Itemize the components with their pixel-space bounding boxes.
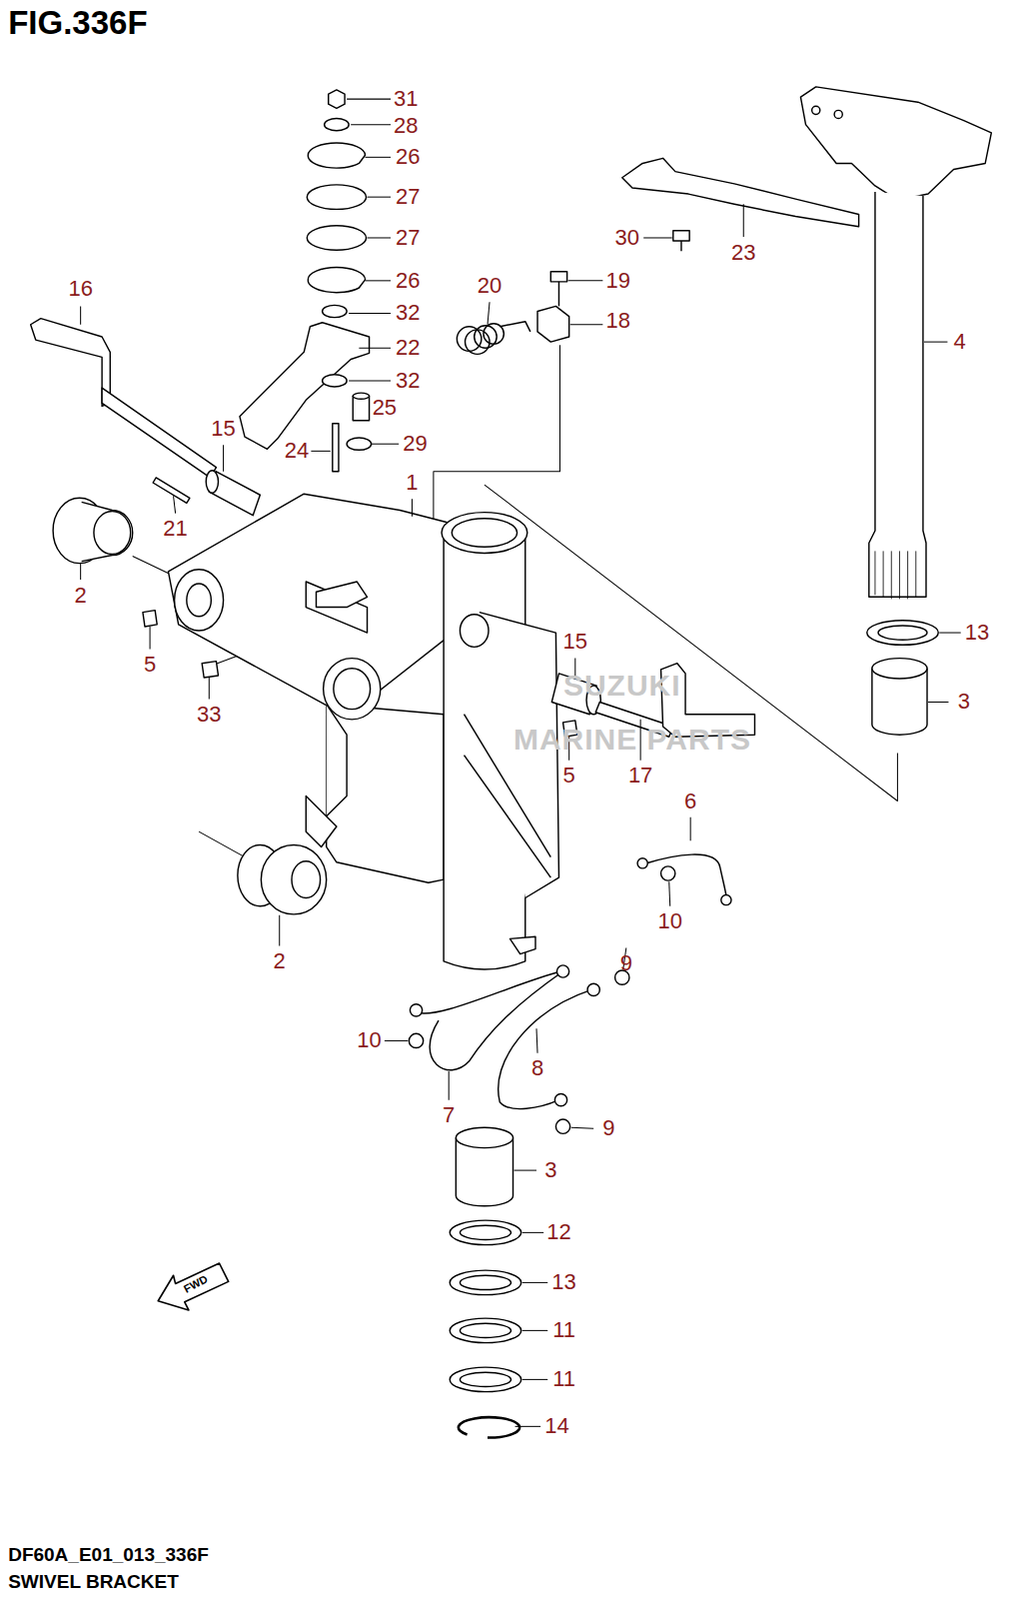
callout-number: 18 xyxy=(605,309,630,332)
callout-number: 24 xyxy=(284,439,309,462)
watermark: MARINE PARTS xyxy=(513,724,752,755)
callout-number: 7 xyxy=(442,1103,455,1126)
callout-number: 19 xyxy=(605,269,630,292)
callout-number: 10 xyxy=(356,1028,381,1051)
callout-number: 33 xyxy=(196,703,221,726)
callout-number: 22 xyxy=(395,336,420,359)
callout-number: 26 xyxy=(395,269,420,292)
callout-number: 5 xyxy=(563,764,576,787)
callout-number: 2 xyxy=(273,950,286,973)
callout-number: 30 xyxy=(615,226,640,249)
callout-number: 3 xyxy=(544,1158,557,1181)
callout-number: 21 xyxy=(162,517,187,540)
callout-number: 27 xyxy=(395,185,420,208)
callout-number: 2 xyxy=(74,584,87,607)
figure-title: FIG.336F xyxy=(7,5,147,39)
callout-number: 15 xyxy=(563,630,588,653)
callout-number: 5 xyxy=(143,653,156,676)
callout-number: 1 xyxy=(405,471,418,494)
callout-number: 32 xyxy=(395,301,420,324)
callout-number: 3 xyxy=(958,690,971,713)
callout-number: 20 xyxy=(477,274,502,297)
figure-caption: SWIVEL BRACKET xyxy=(7,1571,179,1591)
callout-number: 17 xyxy=(628,764,653,787)
callout-number: 13 xyxy=(965,621,990,644)
callout-number: 4 xyxy=(954,330,967,353)
callout-number: 28 xyxy=(393,114,418,137)
callout-number: 32 xyxy=(395,369,420,392)
callout-number: 29 xyxy=(402,432,427,455)
callout-number: 14 xyxy=(544,1414,569,1437)
watermark: SUZUKI xyxy=(563,670,682,701)
callout-number: 31 xyxy=(393,87,418,110)
callout-number: 15 xyxy=(210,417,235,440)
callout-number: 26 xyxy=(395,145,420,168)
callout-number: 16 xyxy=(67,277,92,300)
figure-code: DF60A_E01_013_336F xyxy=(7,1544,209,1564)
callout-number: 6 xyxy=(684,790,697,813)
callout-number: 9 xyxy=(620,952,633,975)
callout-number: 27 xyxy=(395,226,420,249)
callout-number: 9 xyxy=(602,1116,615,1139)
callout-number: 11 xyxy=(552,1318,576,1341)
callout-number: 12 xyxy=(546,1220,571,1243)
callout-number: 23 xyxy=(731,241,756,264)
callout-number: 8 xyxy=(531,1056,544,1079)
callout-number: 25 xyxy=(372,396,397,419)
callout-number: 10 xyxy=(657,910,682,933)
callout-number: 13 xyxy=(551,1270,576,1293)
callout-number: 11 xyxy=(552,1367,576,1390)
